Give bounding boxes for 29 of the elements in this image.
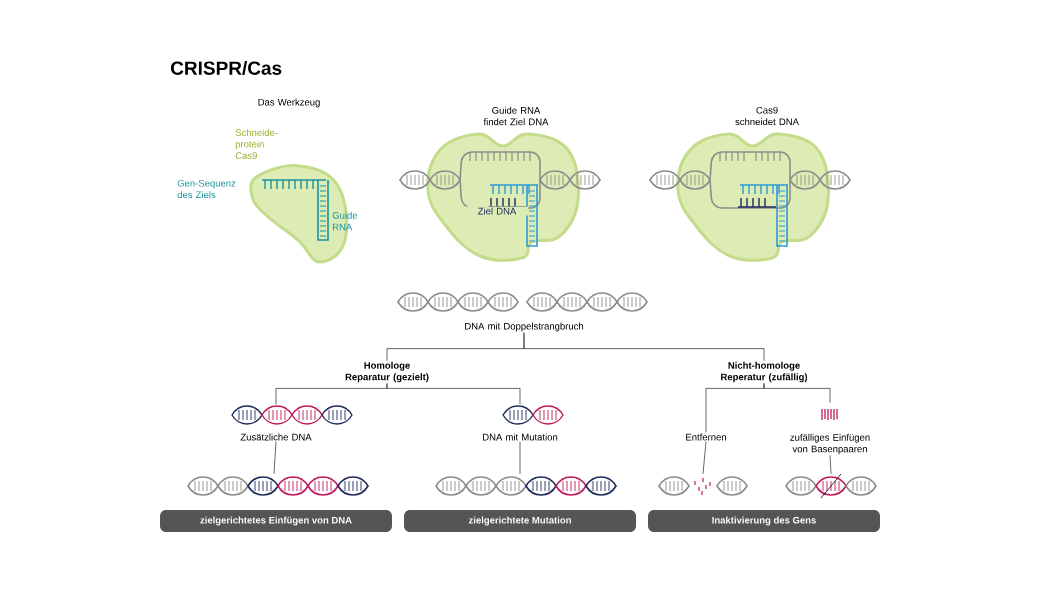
label: Guide RNA [332,211,358,231]
label: Gen-Sequenz des Ziels [177,179,236,199]
connector-line [702,441,707,475]
result-box: zielgerichtete Mutation [404,510,636,532]
node-label: Homologe Reparatur (gezielt) [345,361,429,383]
dna-helix-drawing [187,476,369,496]
connector-line [386,383,521,405]
result-box: zielgerichtetes Einfügen von DNA [160,510,392,532]
dna-helix-drawing [785,473,877,499]
label: Das Werkzeug [258,98,320,108]
node-label: DNA mit Doppelstrangbruch [465,322,584,332]
connector-line [273,441,277,475]
label: Cas9 schneidet DNA [735,106,799,126]
label: Schneide- protein Cas9 [235,129,278,159]
connector-line [519,441,521,475]
title: CRISPR/Cas [171,60,282,76]
result-box: Inaktivierung des Gens [648,510,880,532]
label: Ziel DNA [466,206,528,216]
connector-line [763,383,831,403]
node-label: zufälliges Einfügen von Basenpaaren [790,433,870,455]
label: Guide RNA findet Ziel DNA [483,106,549,126]
connector-line [523,332,765,361]
connector-line [829,455,832,475]
dna-helix-drawing [658,476,748,496]
node-label: Nicht-homologe Reperatur (zufällig) [721,361,808,383]
dna-helix-drawing [435,476,617,496]
node-label: DNA mit Mutation [483,433,558,441]
node-label: Entfernen [686,433,726,441]
node-label: Zusätzliche DNA [240,433,312,441]
